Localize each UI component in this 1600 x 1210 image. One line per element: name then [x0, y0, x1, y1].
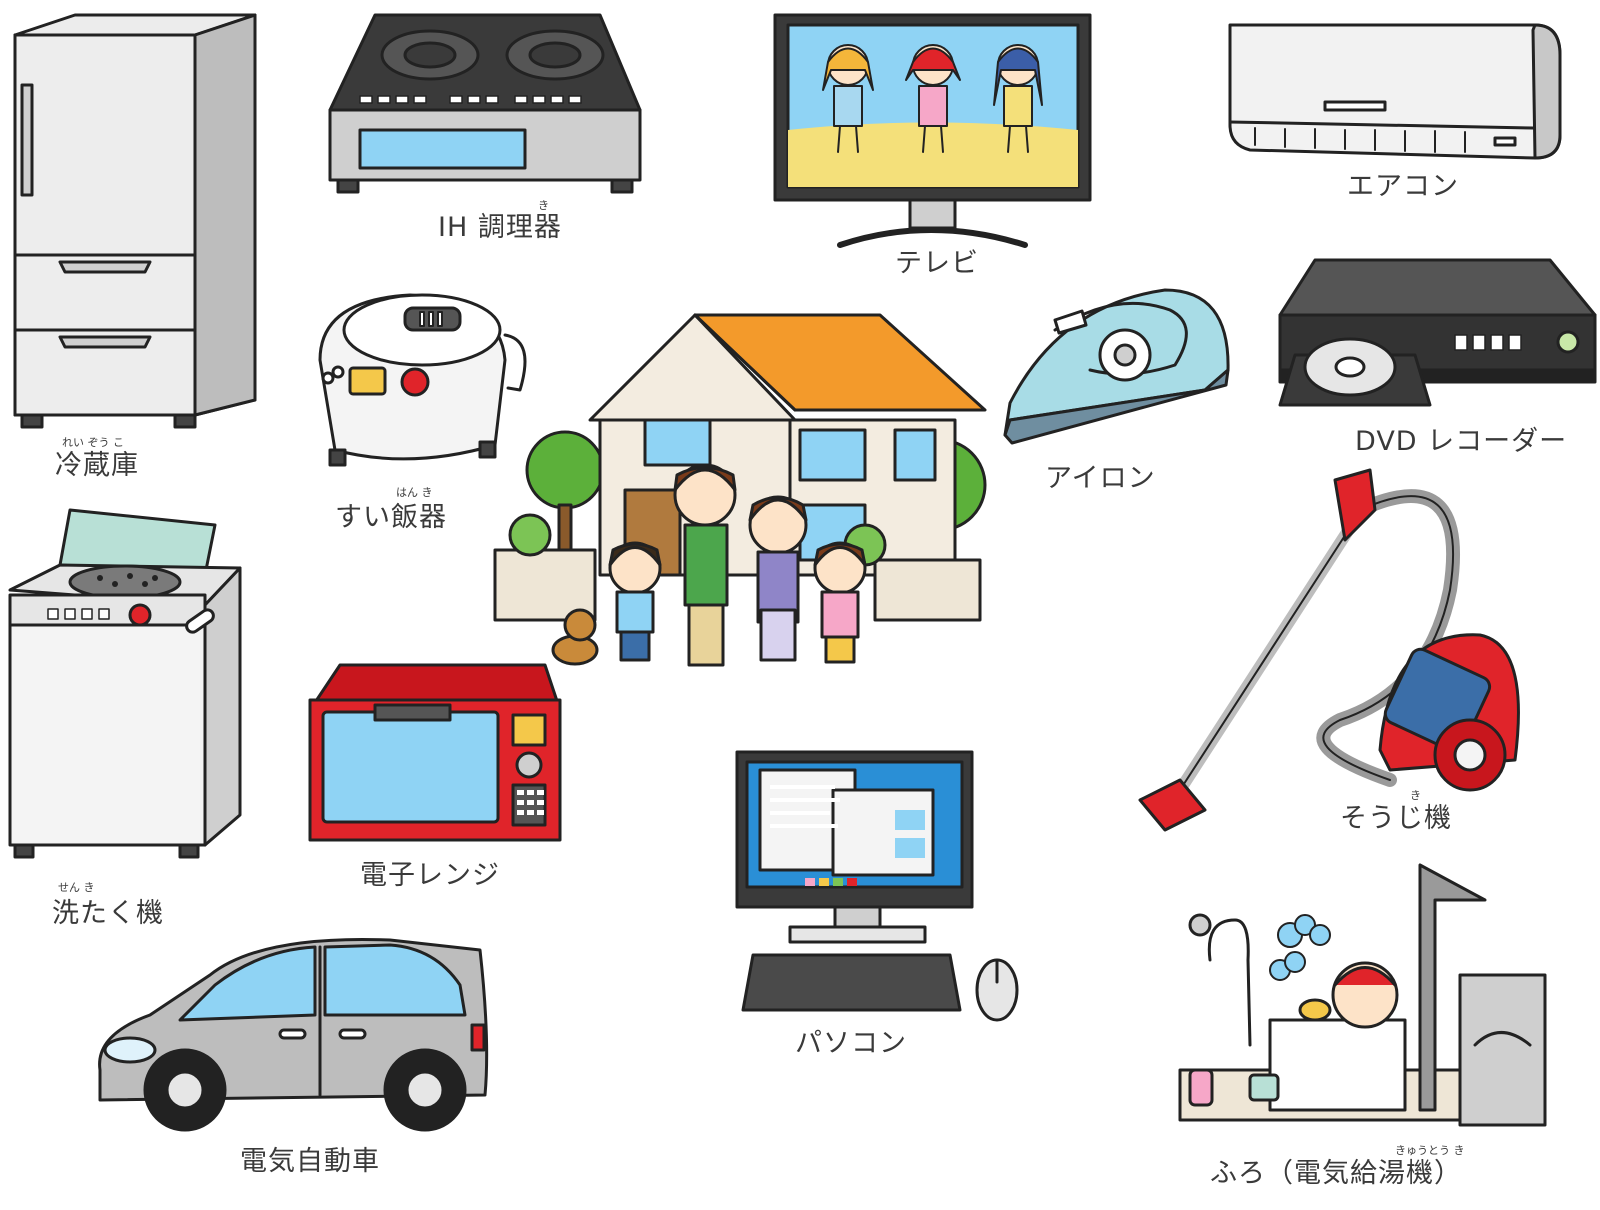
- ih-label: IH 調理器: [438, 212, 562, 243]
- induction-cooktop-icon: [328, 13, 642, 194]
- vacuum-label: そうじ機: [1340, 803, 1452, 834]
- personal-computer: パソコン: [735, 750, 1035, 1080]
- house-family: [493, 310, 1005, 690]
- pc-label: パソコン: [795, 1028, 907, 1059]
- car-label: 電気自動車: [240, 1146, 380, 1177]
- air-conditioner-icon: [1228, 23, 1562, 160]
- electric-water-heater-bath: きゅうとう き ふろ（電気給湯機）: [1178, 860, 1580, 1200]
- fridge-ruby: れい ぞう こ: [62, 436, 124, 449]
- electric-water-heater-bath-icon: [1178, 863, 1547, 1127]
- washer-label: 洗たく機: [52, 898, 164, 929]
- rice-ruby: はん き: [396, 486, 433, 499]
- dvd-recorder-icon: [1278, 258, 1597, 407]
- washing-machine: せん き 洗たく機: [0, 508, 260, 940]
- air-conditioner: エアコン: [1215, 10, 1595, 210]
- vacuum-cleaner-icon: [1138, 468, 1520, 832]
- rice-cooker-icon: [318, 293, 527, 467]
- rice-cooker: はん き すい飯器: [310, 280, 550, 560]
- induction-cooktop: き IH 調理器: [320, 0, 650, 250]
- vacuum-ruby: き: [1410, 789, 1421, 802]
- electric-car-icon: [98, 937, 489, 1132]
- house-family-icon: [493, 313, 987, 667]
- dvd-label: DVD レコーダー: [1355, 426, 1568, 457]
- fridge-label: 冷蔵庫: [55, 450, 139, 481]
- vacuum-cleaner: き そうじ機: [1138, 468, 1560, 870]
- refrigerator-icon: [13, 13, 257, 429]
- aircon-label: エアコン: [1347, 171, 1459, 202]
- washing-machine-icon: [8, 508, 242, 859]
- electric-car: 電気自動車: [90, 930, 510, 1200]
- iron: アイロン: [1000, 285, 1240, 505]
- bath-ruby: きゅうとう き: [1395, 1144, 1465, 1157]
- microwave-oven-icon: [308, 663, 562, 842]
- microwave-label: 電子レンジ: [360, 860, 500, 891]
- ih-ruby: き: [538, 199, 549, 212]
- iron-icon: [1003, 288, 1230, 445]
- personal-computer-icon: [735, 750, 1019, 1022]
- tv-label: テレビ: [895, 248, 979, 279]
- bath-label: ふろ（電気給湯機）: [1210, 1158, 1462, 1189]
- dvd-recorder: DVD レコーダー: [1270, 255, 1600, 485]
- iron-label: アイロン: [1045, 463, 1156, 494]
- refrigerator: れい ぞう こ 冷蔵庫: [0, 0, 280, 490]
- washer-ruby: せん き: [58, 881, 95, 894]
- rice-label: すい飯器: [335, 502, 447, 533]
- television: テレビ: [770, 10, 1100, 285]
- television-icon: [773, 13, 1092, 248]
- microwave-oven: 電子レンジ: [305, 660, 575, 910]
